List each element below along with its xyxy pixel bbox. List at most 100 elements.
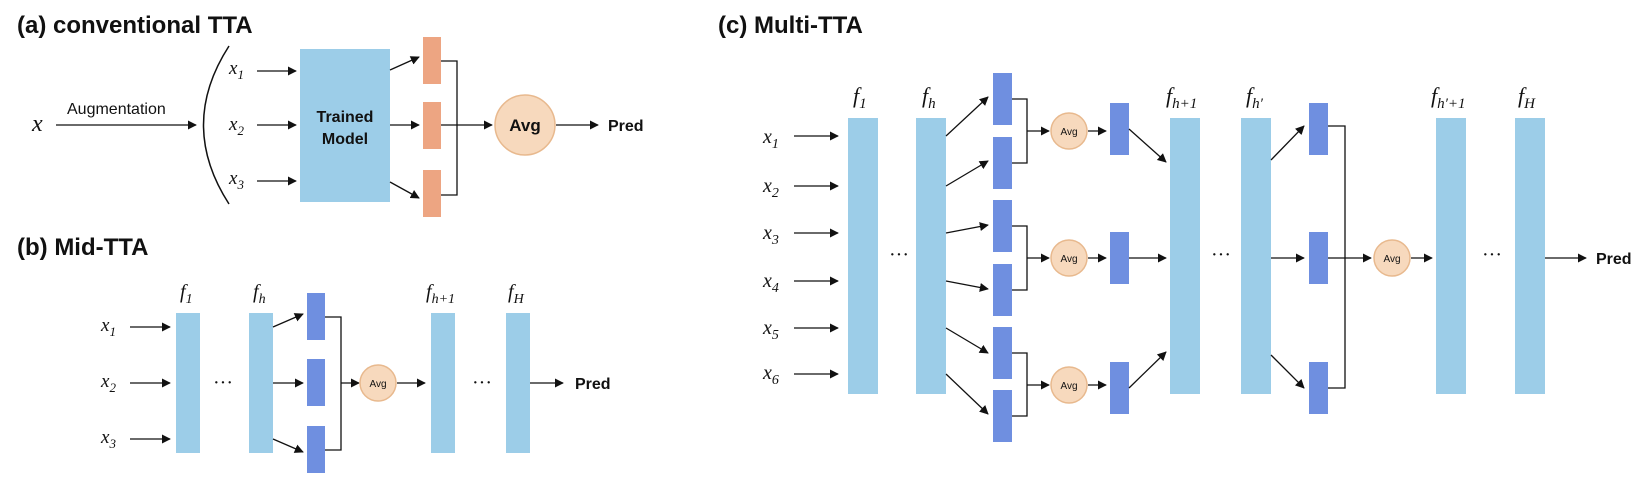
c-ellipsis-1: ··· <box>889 244 909 266</box>
c-avg-feature-1 <box>1110 103 1129 155</box>
c-feature-5 <box>993 327 1012 379</box>
c-feature2-1 <box>1309 103 1328 155</box>
panel-b: (b) Mid-TTA x1 x2 x3 ··· f1 fh Avg ··· f… <box>17 234 611 473</box>
c-label-fH: fH <box>1518 83 1536 112</box>
c-aug1-arrow-1 <box>945 96 989 137</box>
c-feature2-3 <box>1309 362 1328 414</box>
b-pred-label: Pred <box>575 376 611 393</box>
c-feature-3 <box>993 200 1012 252</box>
b-aug-arrow-1 <box>272 313 304 328</box>
panel-a-title: (a) conventional TTA <box>17 12 253 39</box>
c-avg-circle-1 <box>1050 112 1088 150</box>
trained-model-label-1: Trained <box>317 109 374 126</box>
c-input-3: x3 <box>762 222 779 248</box>
b-label-fh: fh <box>253 281 266 307</box>
c-ellipsis-3: ··· <box>1482 244 1502 266</box>
augmentation-brace <box>202 45 230 205</box>
c-input-5: x5 <box>762 317 779 343</box>
a-input-2: x2 <box>228 114 244 138</box>
c-join-arrow-3 <box>1128 351 1167 389</box>
b-aug-arrow-3 <box>272 438 304 453</box>
c-label-fh: fh <box>922 83 936 112</box>
a-input-3: x3 <box>228 168 244 192</box>
b-avg-label: Avg <box>369 379 386 390</box>
c-input-2: x2 <box>762 175 779 201</box>
b-layer-fH <box>506 313 530 453</box>
c-layer-fh <box>916 118 946 394</box>
c-ellipsis-2: ··· <box>1211 244 1231 266</box>
b-feature-2 <box>307 359 325 406</box>
a-output-1 <box>423 37 441 84</box>
c-merge-bracket-1 <box>1012 98 1028 164</box>
c-layer-f1 <box>848 118 878 394</box>
c-aug2-arrow-1 <box>1270 125 1305 161</box>
c-aug1-arrow-2 <box>945 160 989 187</box>
c-avg-circle-3 <box>1050 366 1088 404</box>
b-feature-3 <box>307 426 325 473</box>
panel-a-input: x <box>31 111 43 137</box>
c-feature-2 <box>993 137 1012 189</box>
c-merge-bracket-2 <box>1012 225 1028 291</box>
c-layer-fhp <box>1241 118 1271 394</box>
b-layer-fh <box>249 313 273 453</box>
c-avg-circle-2 <box>1050 239 1088 277</box>
panel-b-title: (b) Mid-TTA <box>17 234 149 261</box>
b-avg-circle <box>359 364 397 402</box>
c-feature-6 <box>993 390 1012 442</box>
c-layer-fhp1 <box>1436 118 1466 394</box>
a-output-2 <box>423 102 441 149</box>
c-avg-feature-3 <box>1110 362 1129 414</box>
c-label-f1: f1 <box>853 83 867 112</box>
b-input-2: x2 <box>100 371 116 395</box>
c-join-arrow-1 <box>1128 128 1167 163</box>
c-aug2-arrow-3 <box>1270 354 1305 389</box>
b-label-f1: f1 <box>180 281 193 307</box>
c-aug1-arrow-6 <box>945 373 989 415</box>
c-avg-feature-2 <box>1110 232 1129 284</box>
a-out-arrow-3 <box>389 181 420 199</box>
trained-model-label-2: Model <box>322 131 368 148</box>
c-layer-fh1 <box>1170 118 1200 394</box>
b-layer-fh1 <box>431 313 455 453</box>
c-layer-fH <box>1515 118 1545 394</box>
b-label-fh1: fh+1 <box>426 281 455 307</box>
c-avg-circle-4 <box>1373 239 1411 277</box>
c-aug1-arrow-4 <box>945 280 989 292</box>
c-merge-bracket-4 <box>1328 125 1346 389</box>
a-pred-label: Pred <box>608 118 644 135</box>
c-avg-label-1: Avg <box>1060 127 1077 138</box>
b-label-fH: fH <box>508 281 525 307</box>
c-label-fhp1: fh′+1 <box>1431 83 1466 112</box>
a-merge-bracket <box>441 60 458 196</box>
a-out-arrow-1 <box>389 56 420 71</box>
b-layer-f1 <box>176 313 200 453</box>
b-ellipsis-1: ··· <box>213 372 233 394</box>
a-output-3 <box>423 170 441 217</box>
b-feature-1 <box>307 293 325 340</box>
c-merge-bracket-3 <box>1012 352 1028 417</box>
a-avg-label: Avg <box>509 116 541 135</box>
c-input-4: x4 <box>762 270 779 296</box>
c-label-fh1: fh+1 <box>1166 83 1197 112</box>
c-aug1-arrow-3 <box>945 222 989 234</box>
panel-c-title: (c) Multi-TTA <box>718 12 863 39</box>
c-avg-label-3: Avg <box>1060 381 1077 392</box>
c-avg-label-4: Avg <box>1383 254 1400 265</box>
b-merge-bracket <box>325 316 342 451</box>
panel-c: (c) Multi-TTA x1 x2 x3 x4 x5 x6 f1 fh fh… <box>718 12 1632 442</box>
c-feature2-2 <box>1309 232 1328 284</box>
c-pred-label: Pred <box>1596 251 1632 268</box>
c-avg-label-2: Avg <box>1060 254 1077 265</box>
trained-model-block <box>300 49 390 202</box>
c-feature-4 <box>993 264 1012 316</box>
a-input-1: x1 <box>228 58 244 82</box>
c-feature-1 <box>993 73 1012 125</box>
augmentation-label: Augmentation <box>67 101 166 118</box>
c-input-1: x1 <box>762 126 779 152</box>
a-avg-circle <box>494 94 556 156</box>
c-aug1-arrow-5 <box>945 327 989 354</box>
b-ellipsis-2: ··· <box>472 372 492 394</box>
panel-a: (a) conventional TTA x Augmentation x1 x… <box>17 12 644 217</box>
c-label-fhp: fh′ <box>1246 83 1264 112</box>
